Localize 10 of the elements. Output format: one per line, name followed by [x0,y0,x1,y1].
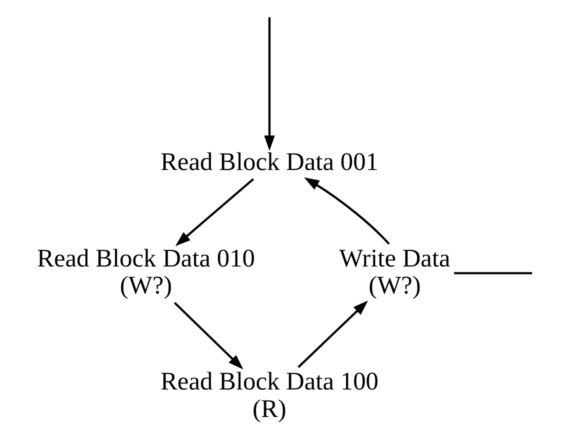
node-text: Read Block Data 100 (R) [160,368,378,423]
node-text: Read Block Data 001 [160,148,378,176]
arrow [173,302,243,370]
arrow [174,178,254,246]
connector [454,272,532,274]
node-text: Write Data (W?) [338,244,450,300]
arrow [264,17,274,151]
node-text: Read Block Data 010 (W?) [36,244,255,300]
arrow [304,177,390,245]
arrow [297,300,368,368]
